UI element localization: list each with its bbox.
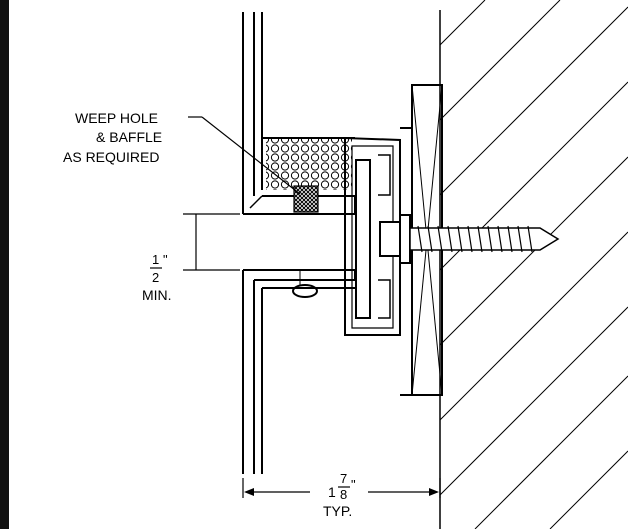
gap-min-label: MIN. bbox=[142, 287, 172, 303]
weep-baffle bbox=[293, 185, 319, 213]
width-denominator: 8 bbox=[340, 487, 347, 502]
width-typ-label: TYP. bbox=[323, 503, 352, 519]
width-whole: 1 bbox=[328, 484, 336, 500]
aluminum-extrusion bbox=[344, 127, 413, 396]
gap-dimension bbox=[150, 213, 240, 271]
weep-hole-label: WEEP HOLE bbox=[75, 110, 158, 126]
width-dimension bbox=[242, 478, 441, 498]
width-inch-mark: " bbox=[351, 477, 356, 492]
as-required-label: AS REQUIRED bbox=[63, 149, 159, 165]
substrate-wall bbox=[439, 0, 628, 529]
gap-denominator: 2 bbox=[152, 270, 159, 285]
weep-leader bbox=[188, 116, 301, 195]
gap-numerator: 1 bbox=[152, 252, 159, 267]
width-numerator: 7 bbox=[340, 471, 347, 486]
fastener-screw bbox=[379, 214, 560, 264]
honeycomb-insulation bbox=[266, 138, 352, 190]
gap-inch-mark: " bbox=[163, 252, 168, 267]
baffle-label: & BAFFLE bbox=[96, 129, 162, 145]
left-border bbox=[0, 0, 9, 529]
lower-panel bbox=[242, 269, 356, 474]
